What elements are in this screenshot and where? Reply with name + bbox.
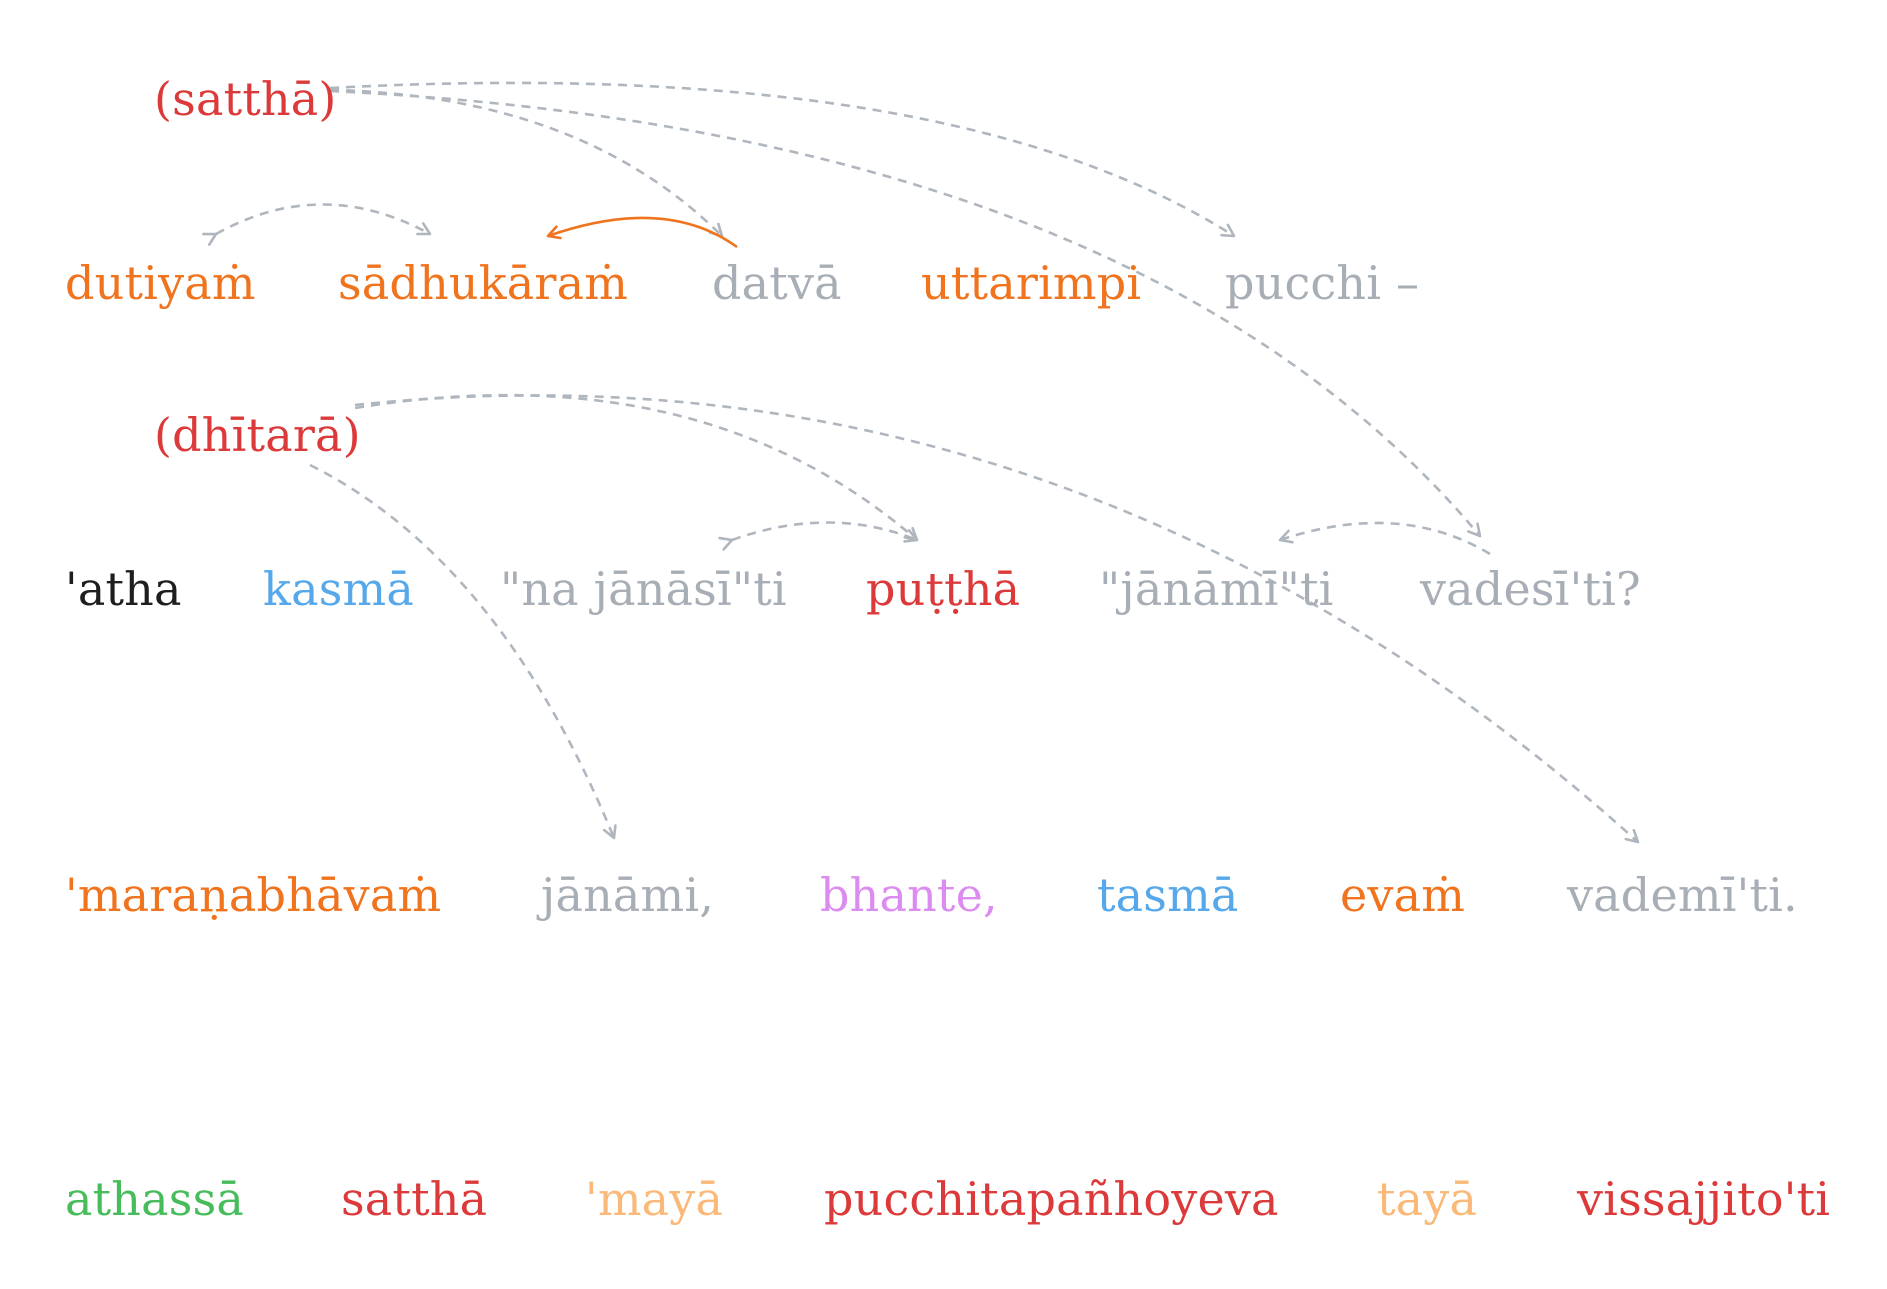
word-taya: tayā — [1377, 1172, 1478, 1226]
word-bhante: bhante, — [820, 868, 998, 922]
word-dutiyam: dutiyaṁ — [65, 256, 256, 310]
word-atha: 'atha — [65, 562, 182, 616]
word-kasma: kasmā — [263, 562, 414, 616]
arrow-sattha-to-datva — [329, 88, 724, 238]
word-pucchitapanhoyeva: pucchitapañhoyeva — [824, 1172, 1279, 1226]
word-sattha: satthā — [341, 1172, 488, 1226]
word-athassa: athassā — [65, 1172, 244, 1226]
implied-word-sattha: (satthā) — [154, 72, 337, 126]
word-janami: jānāmi, — [541, 868, 715, 922]
arrow-dhitara-to-vademiti — [354, 394, 1640, 844]
arrow-datva-to-sadhukaram — [546, 216, 738, 249]
arrow-vadesiti-to-janamiti — [1278, 521, 1491, 556]
arrow-dhitara-to-maranabhavam — [309, 463, 617, 840]
word-datva: datvā — [712, 256, 842, 310]
arrow-puttha-na-janasi-double — [718, 521, 919, 551]
word-sadhukaram: sādhukāraṁ — [338, 256, 629, 310]
word-uttarimpi: uttarimpi — [921, 256, 1142, 310]
word-tasma: tasmā — [1097, 868, 1239, 922]
arrow-dutiyam-sadhukaram — [214, 202, 430, 233]
word-maya: 'mayā — [585, 1172, 724, 1226]
word-vademi-ti: vademī'ti. — [1567, 868, 1798, 922]
word-evam: evaṁ — [1340, 868, 1466, 922]
word-vadesi-ti: vadesī'ti? — [1420, 562, 1641, 616]
arrow-dutiyam-sadhukaram-double — [202, 203, 432, 246]
word-maranabhavam: 'maraṇabhāvaṁ — [65, 868, 442, 922]
implied-word-dhitara: (dhītarā) — [154, 408, 361, 462]
word-janami-ti: "jānāmī"ti — [1099, 562, 1334, 616]
arrow-dhitara-to-puttha — [354, 393, 919, 542]
word-pucchi: pucchi – — [1225, 256, 1420, 310]
arrow-sattha-to-pucchi — [329, 81, 1236, 238]
word-na-janasi-ti: "na jānāsī"ti — [500, 562, 787, 616]
arrow-sattha-to-vadesiti — [329, 89, 1482, 538]
word-vissajjito-ti: vissajjito'ti — [1577, 1172, 1831, 1226]
word-puttha: puṭṭhā — [866, 562, 1021, 616]
